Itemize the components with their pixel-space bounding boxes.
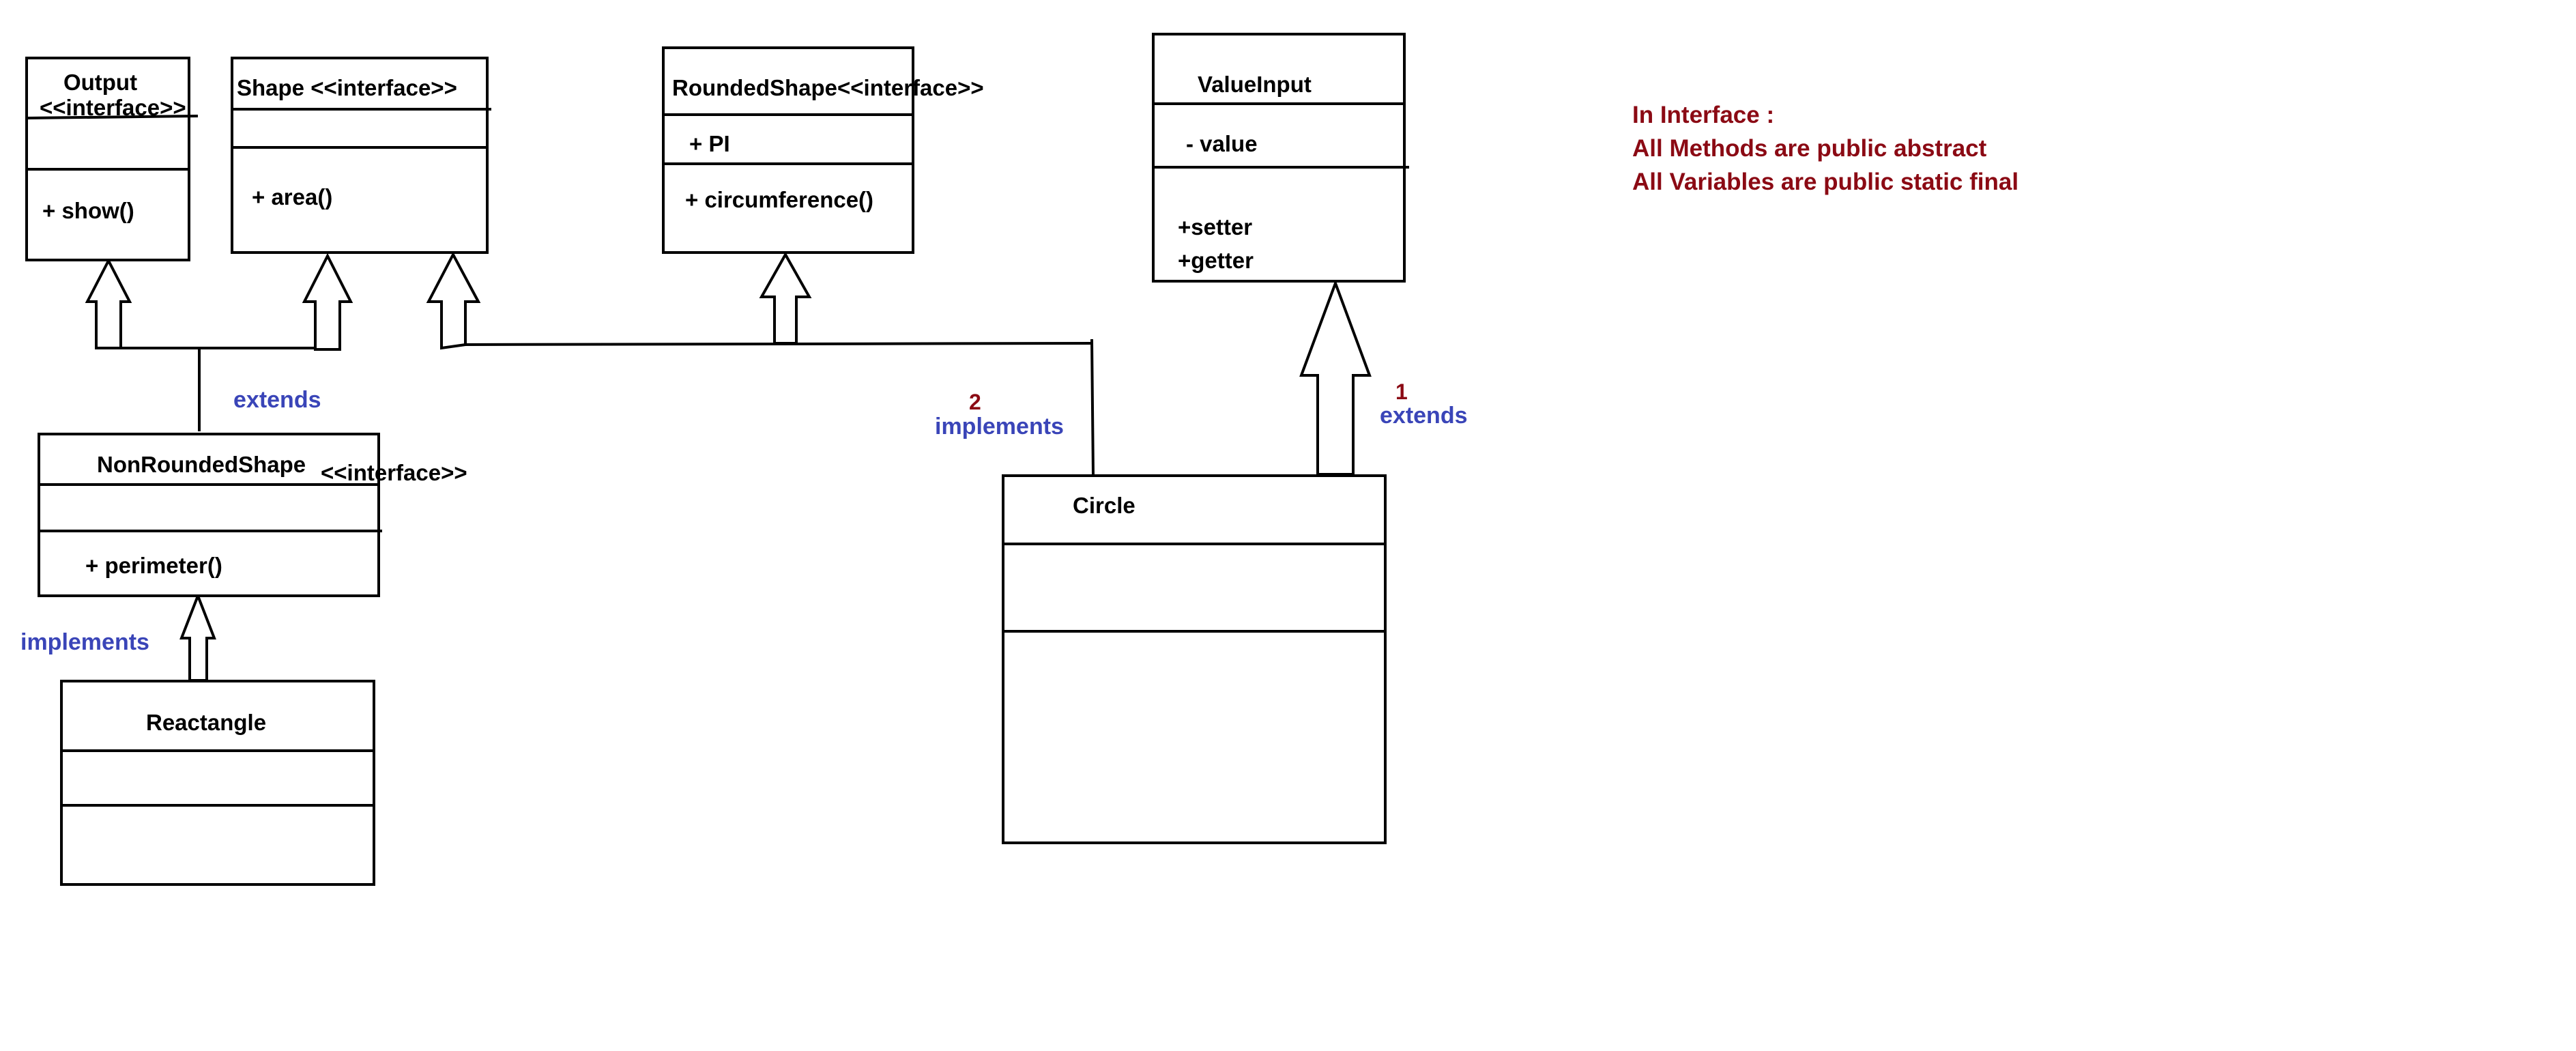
label-circle-extends-number: 1 [1395,379,1408,404]
class-valueinput: ValueInput - value +setter +getter [1152,33,1409,283]
class-roundedshape-attribute: + PI [689,131,730,156]
arrow-to-output [85,257,132,349]
class-shape-box [231,57,489,254]
class-shape-name: Shape <<interface>> [237,75,457,100]
label-rectangle-implements: implements [20,629,149,655]
class-shape: Shape <<interface>> + area() [231,57,491,254]
class-circle-name: Circle [1073,493,1135,518]
relation-labels: extends implements 2 implements 1 extend… [20,379,1468,655]
class-output-stereotype: <<interface>> [40,95,186,120]
class-output-name: Output [63,70,137,95]
class-output-method: + show() [42,198,134,223]
label-nonrounded-extends: extends [233,387,321,413]
arrow-to-roundedshape [759,251,812,345]
class-output: Output <<interface>> + show() [25,57,199,261]
class-nonroundedshape-method: + perimeter() [85,553,222,578]
class-roundedshape-box [662,46,914,254]
class-roundedshape: RoundedShape<<interface>> + PI + circumf… [662,46,984,254]
note-title: In Interface : [1632,102,1774,128]
class-valueinput-name: ValueInput [1198,72,1312,97]
label-circle-extends: extends [1380,403,1468,429]
note-line: All Variables are public static final [1632,169,2018,195]
class-shape-method: + area() [252,184,332,210]
class-nonroundedshape-stereotype: <<interface>> [321,460,467,485]
class-valueinput-method: +getter [1178,248,1254,273]
class-output-divider [26,115,199,119]
class-roundedshape-method: + circumference() [685,187,873,212]
label-circle-implements: implements [935,414,1064,440]
arrow-to-shape-from-circle [426,251,481,350]
class-valueinput-attribute: - value [1186,131,1258,156]
note-line: All Methods are public abstract [1632,135,1987,162]
arrow-to-valueinput [1299,279,1372,476]
class-roundedshape-name: RoundedShape<<interface>> [672,75,984,100]
class-rectangle-box [60,680,375,886]
class-rectangle-name: Reactangle [146,710,266,735]
class-rectangle: Reactangle [60,680,375,886]
interface-note: In Interface : All Methods are public ab… [1632,102,2018,195]
inheritance-arrows [85,251,1372,682]
class-circle: Circle [1002,474,1387,844]
class-valueinput-method: +setter [1178,214,1252,240]
class-nonroundedshape: NonRoundedShape <<interface>> + perimete… [38,433,467,597]
arrow-to-shape-from-nonrounded [302,253,353,351]
class-valueinput-box [1152,33,1406,283]
class-output-box [25,57,190,261]
label-circle-implements-number: 2 [969,390,981,414]
class-circle-box [1002,474,1387,844]
circle-implements-line [1090,339,1095,476]
arrow-to-nonroundedshape [179,592,216,682]
class-nonroundedshape-name: NonRoundedShape [97,452,306,477]
class-nonroundedshape-box [38,433,380,597]
